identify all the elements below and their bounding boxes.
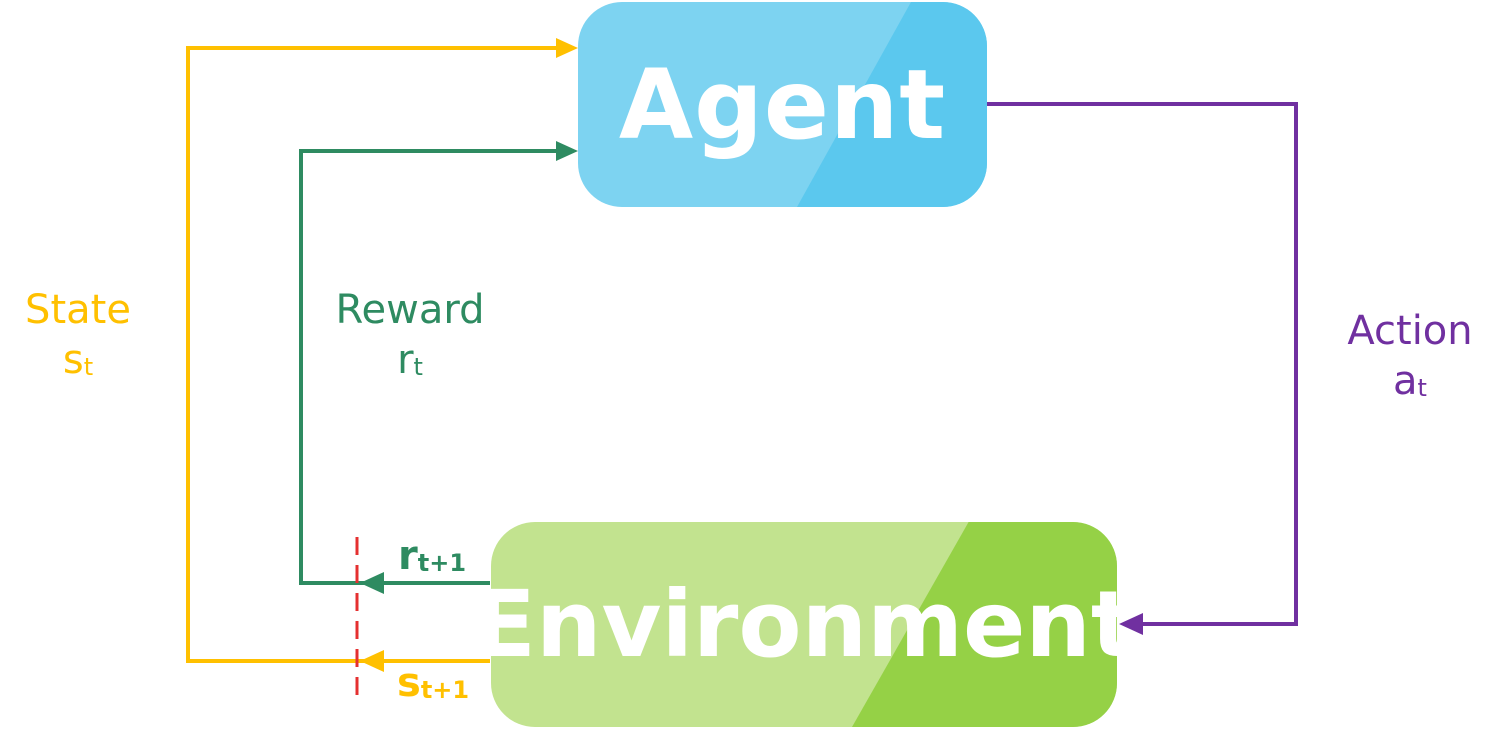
next-reward-subscript: t+1 [417,549,467,577]
reward-arrowhead-divider [360,572,384,594]
reward-word: Reward [335,287,485,333]
state-arrowhead-divider [360,650,384,672]
state-label: State st [0,286,156,386]
state-arrow-line [186,46,560,663]
environment-box: Environment [491,522,1117,727]
agent-box: Agent [578,2,987,207]
next-reward-symbol: r [398,533,418,579]
next-state-label: st+1 [397,663,469,703]
action-arrowhead-environment [1119,613,1143,635]
next-reward-label: rt+1 [398,536,466,576]
reward-symbol: rt [320,334,500,386]
agent-label: Agent [618,48,947,161]
state-symbol: st [0,334,156,386]
state-arrowhead-agent [556,38,578,58]
state-subscript: t [83,353,94,381]
reward-arrow-line [299,149,560,585]
action-label: Action at [1330,307,1490,407]
action-word: Action [1347,308,1473,354]
next-state-symbol: s [397,660,421,706]
environment-label: Environment [491,571,1117,678]
action-symbol-letter: a [1393,358,1418,404]
reward-symbol-letter: r [397,337,414,383]
state-word: State [25,287,131,333]
state-symbol-letter: s [62,337,84,383]
action-arrow-line [987,102,1298,626]
next-state-subscript: t+1 [420,676,470,704]
reward-label: Reward rt [320,286,500,386]
reward-arrowhead-agent [556,141,578,161]
reward-subscript: t [413,353,423,381]
action-symbol: at [1330,355,1490,407]
action-subscript: t [1417,374,1427,402]
